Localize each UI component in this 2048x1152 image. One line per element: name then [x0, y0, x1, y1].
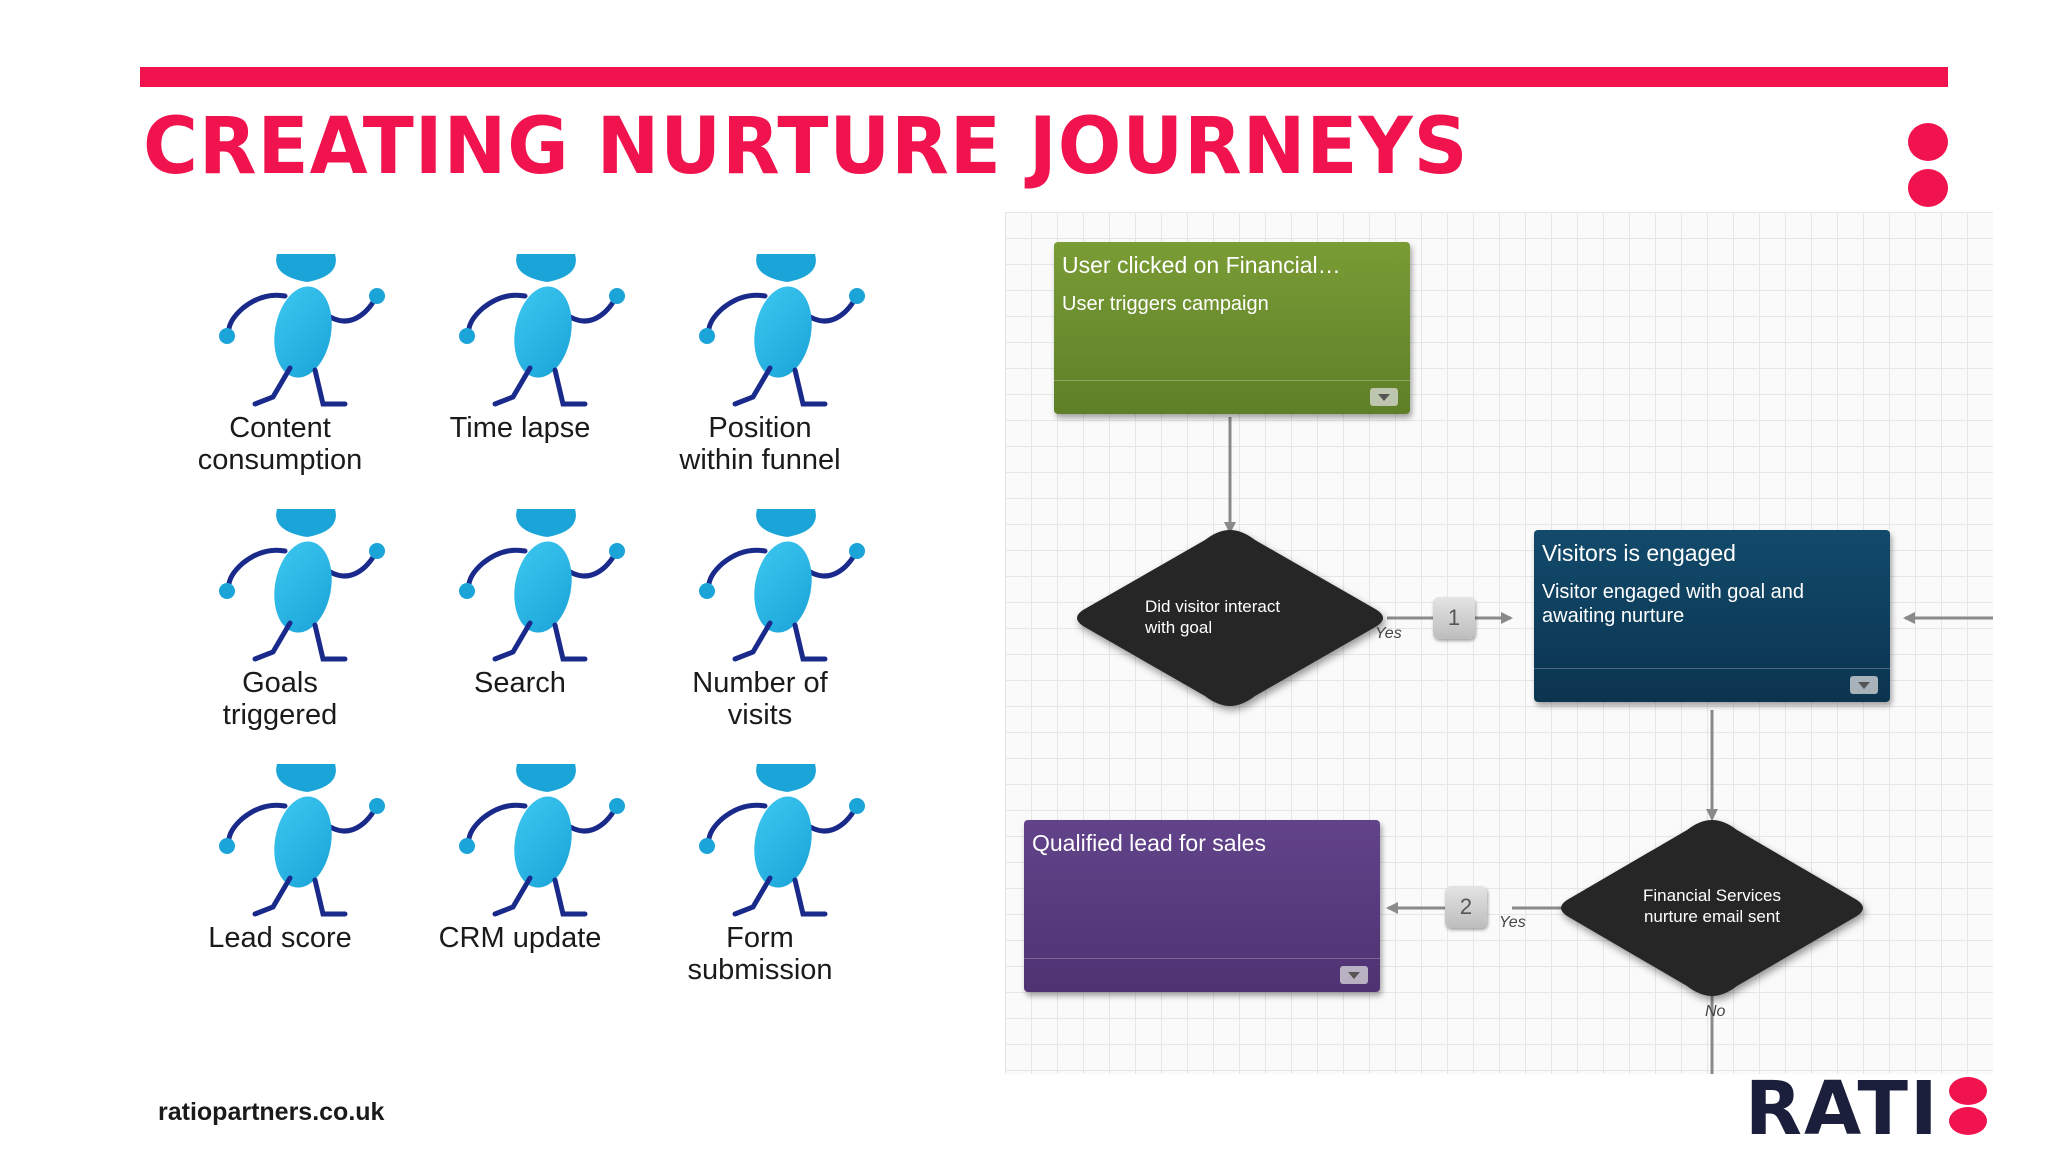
decision-1-text: Did visitor interact with goal: [1145, 597, 1281, 637]
runner-icon: [695, 507, 875, 662]
footer-url[interactable]: ratiopartners.co.uk: [158, 1098, 385, 1126]
engaged-node-expand-icon[interactable]: [1850, 676, 1878, 694]
qualified-node[interactable]: Qualified lead for sales: [1024, 820, 1380, 992]
engaged-node-subtitle: Visitor engaged with goal and awaiting n…: [1542, 581, 1805, 627]
flow-diagram: User clicked on Financial… User triggers…: [1005, 212, 1993, 1074]
start-node-title: User clicked on Financial…: [1062, 252, 1341, 278]
start-node-subtitle: User triggers campaign: [1062, 293, 1269, 315]
trigger-item: Time lapse: [400, 240, 640, 480]
step-badge-2: 2: [1445, 886, 1487, 928]
decision-diamond-2: [1561, 820, 1863, 996]
runner-icon: [695, 252, 875, 407]
engaged-node[interactable]: Visitors is engaged Visitor engaged with…: [1534, 530, 1890, 702]
runner-icon: [455, 252, 635, 407]
page-title: CREATING NURTURE JOURNEYS: [143, 102, 1469, 192]
start-node-expand-icon[interactable]: [1370, 388, 1398, 406]
dots-logo-icon: [1908, 123, 1948, 207]
trigger-label: Search: [474, 667, 566, 699]
runner-icon: [215, 252, 395, 407]
ratio-logo-dots-icon: [1938, 1077, 1998, 1137]
trigger-label: CRM update: [438, 922, 602, 954]
qualified-node-title: Qualified lead for sales: [1032, 830, 1266, 856]
engaged-node-title: Visitors is engaged: [1542, 540, 1736, 566]
qualified-node-expand-icon[interactable]: [1340, 966, 1368, 984]
trigger-label: Time lapse: [449, 412, 591, 444]
runner-icon: [455, 762, 635, 917]
top-accent-bar: [140, 67, 1948, 87]
runner-icon: [215, 507, 395, 662]
yes-label-2: Yes: [1499, 914, 1526, 931]
trigger-item: CRM update: [400, 750, 640, 990]
trigger-item: Search: [400, 495, 640, 735]
decision-diamond-1: [1077, 530, 1383, 706]
no-label-2: No: [1705, 1003, 1726, 1020]
trigger-label: Lead score: [208, 922, 352, 954]
decision-2-text: Financial Services nurture email sent: [1643, 886, 1781, 926]
runner-icon: [215, 762, 395, 917]
runner-icon: [695, 762, 875, 917]
step-badge-1: 1: [1433, 597, 1475, 639]
flow-connectors: [1077, 417, 1993, 1074]
runner-icon: [455, 507, 635, 662]
trigger-item: Lead score: [160, 750, 400, 990]
start-node[interactable]: User clicked on Financial… User triggers…: [1054, 242, 1410, 414]
yes-label-1: Yes: [1375, 625, 1402, 642]
